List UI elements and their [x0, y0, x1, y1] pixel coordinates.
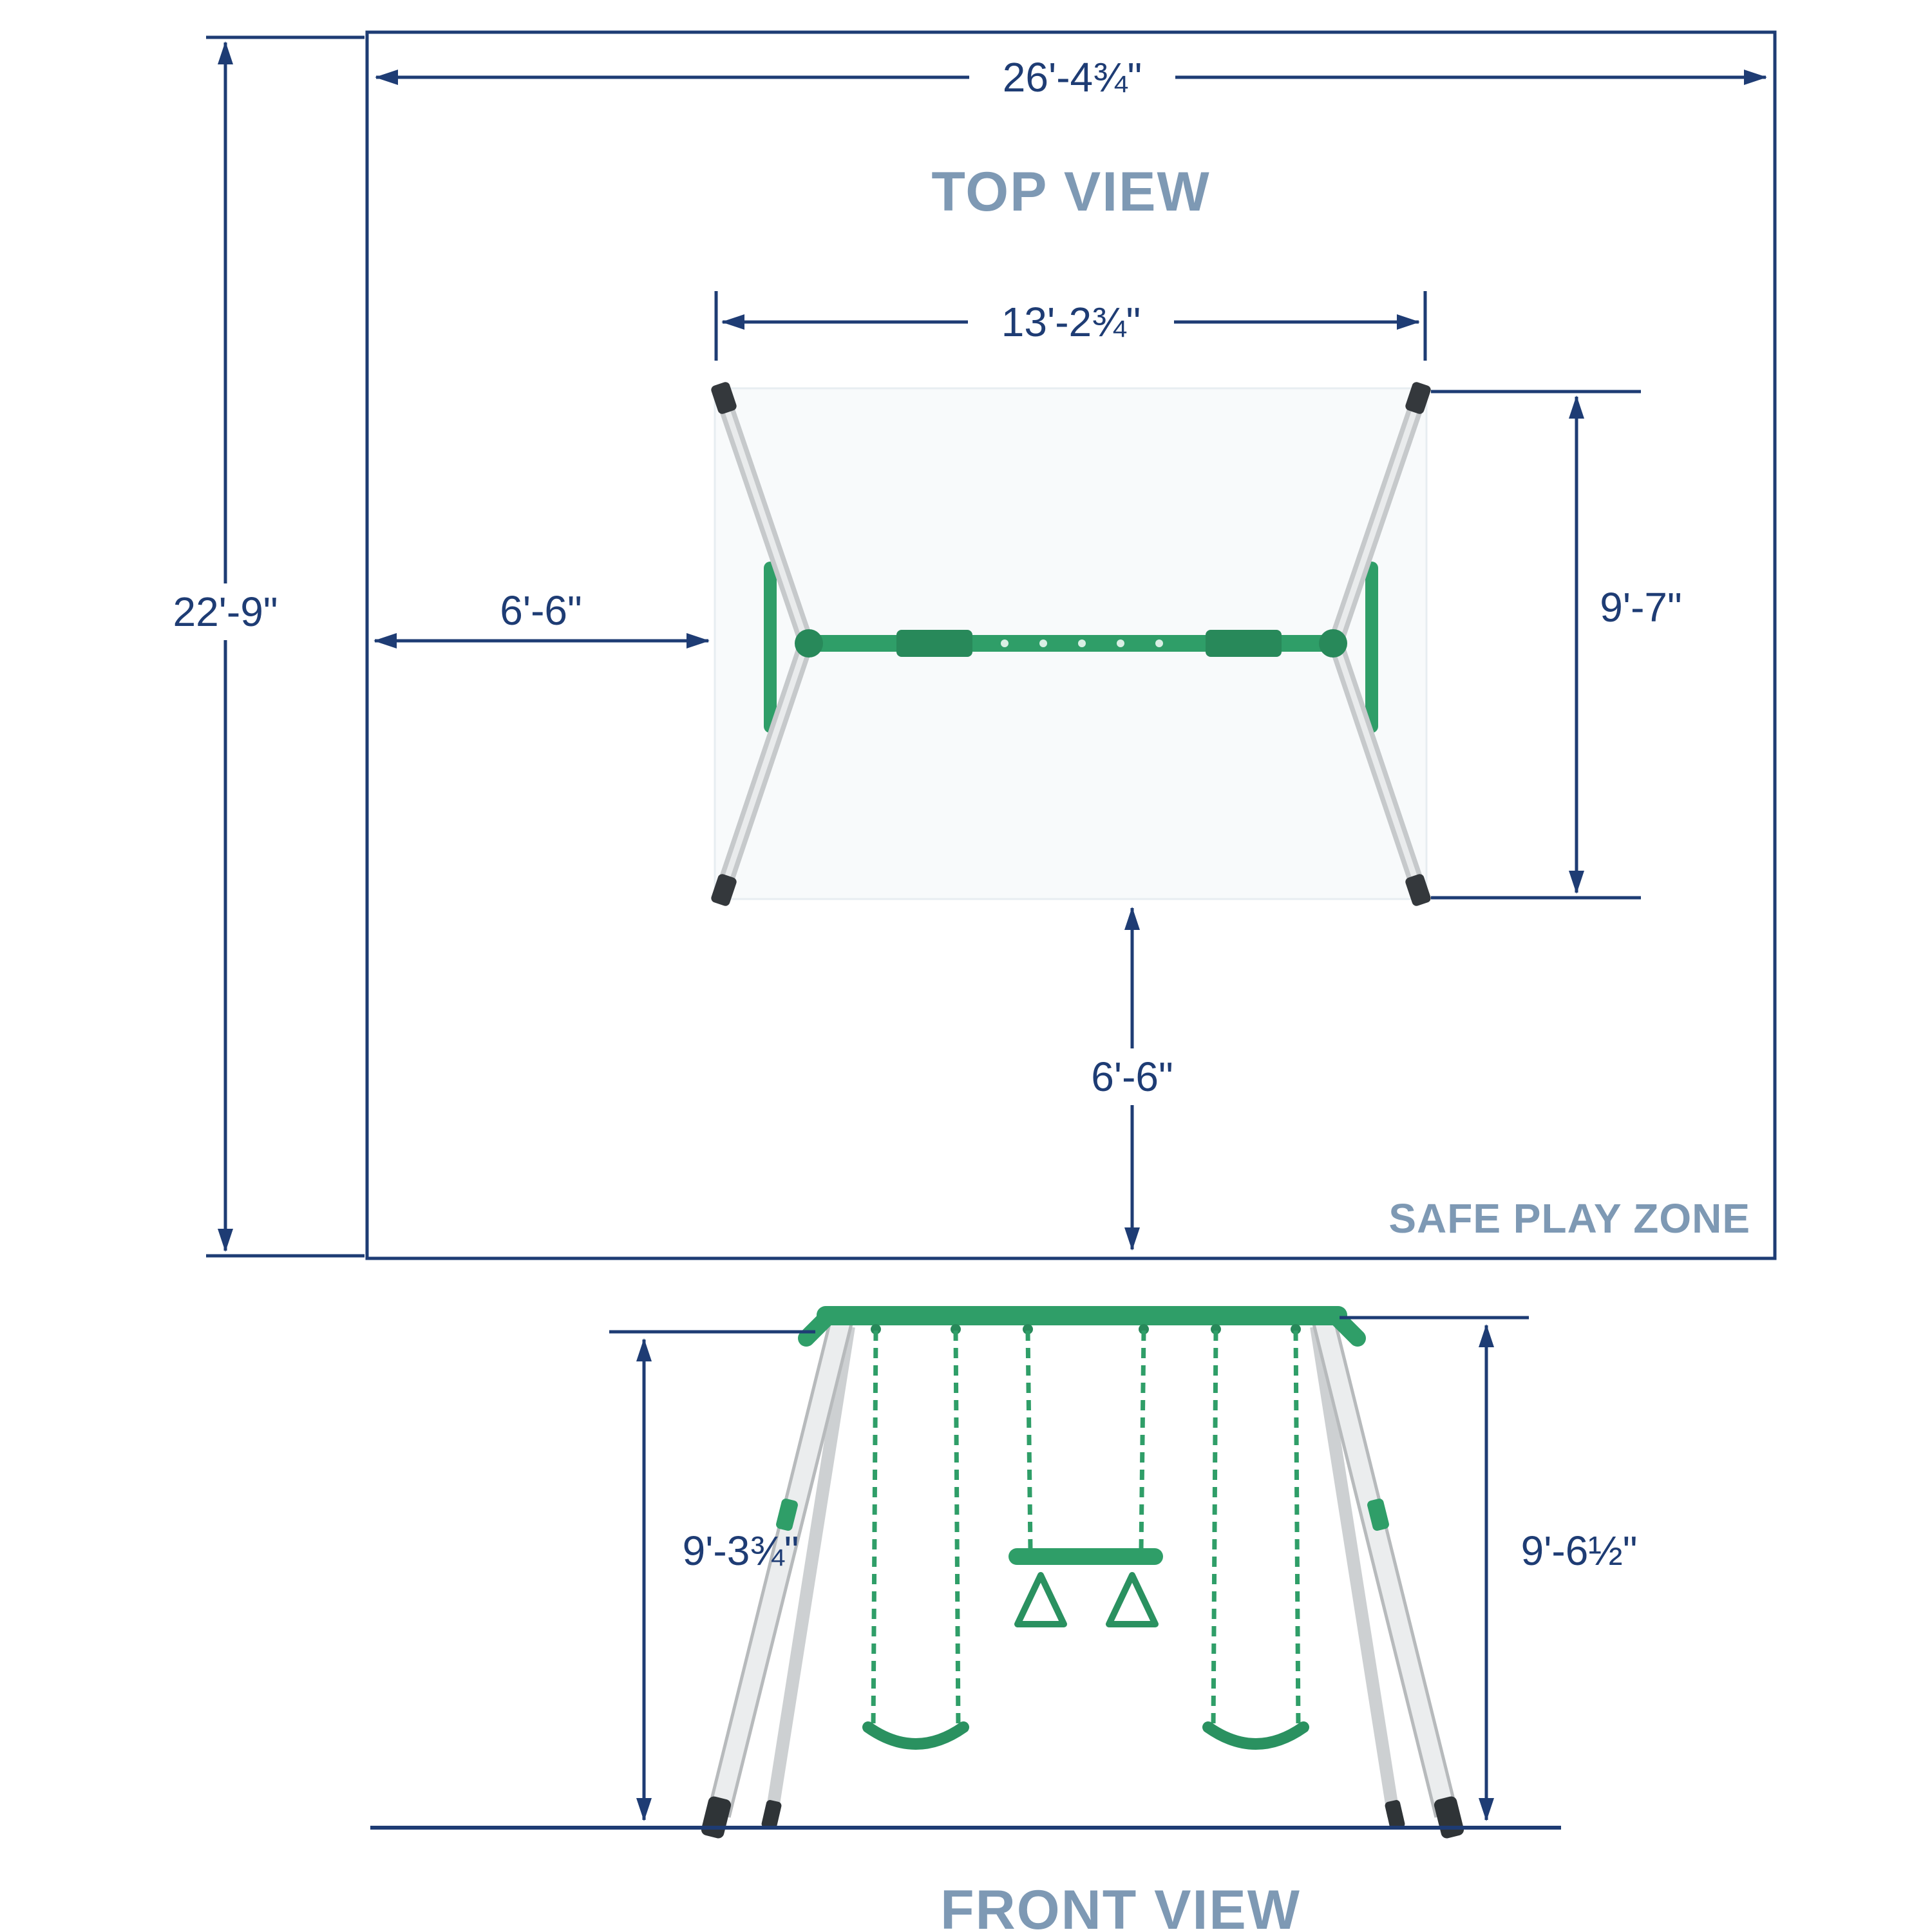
- hanger-fitting: [1023, 1324, 1033, 1334]
- top-view-title: TOP VIEW: [931, 161, 1210, 223]
- safe-play-zone-label: SAFE PLAY ZONE: [1388, 1195, 1750, 1242]
- right-front-leg-highlight: [1315, 1319, 1455, 1817]
- overall-width-label-mask: [969, 49, 1175, 106]
- safe-play-zone-boundary: [365, 30, 1777, 1260]
- beam-fitting-dot: [1117, 639, 1124, 647]
- right-swing-chain-right: [1293, 1330, 1301, 1729]
- right-rear-foot: [1385, 1800, 1405, 1830]
- bottom-left-leg-highlight: [719, 645, 808, 893]
- hanger-fitting: [951, 1324, 961, 1334]
- trapeze-chain-right: [1139, 1330, 1146, 1550]
- right-leg-bracket: [1367, 1499, 1389, 1531]
- left-leg-bracket: [776, 1499, 798, 1531]
- beam-fitting-dot: [1039, 639, 1047, 647]
- top-right-leg-cap: [1405, 382, 1431, 414]
- top-right-leg-highlight: [1334, 395, 1423, 640]
- front-view-title: FRONT VIEW: [940, 1879, 1301, 1932]
- beam-fitting-dot: [1001, 639, 1009, 647]
- hanger-fitting: [1139, 1324, 1149, 1334]
- trapeze-chain-left: [1025, 1330, 1033, 1550]
- trapeze-ring-right: [1106, 1572, 1159, 1627]
- overall-depth-label: 22'-9": [173, 589, 278, 635]
- right-swing-seat: [1202, 1721, 1309, 1750]
- left-swing-chain-left: [871, 1330, 878, 1729]
- left-height-label: 9'-3¾": [683, 1528, 799, 1574]
- left-beam-junction: [795, 629, 823, 658]
- right-hanger-bracket: [1206, 630, 1282, 657]
- left-front-leg-highlight: [710, 1319, 850, 1817]
- left-side-brace: [764, 562, 777, 733]
- right-side-brace: [1365, 562, 1378, 733]
- hanger-fitting: [1211, 1324, 1221, 1334]
- bottom-right-leg-highlight: [1334, 645, 1423, 893]
- right-swing-chain-left: [1211, 1330, 1218, 1729]
- beam-fitting-dot: [1155, 639, 1163, 647]
- right-beam-junction: [1319, 629, 1347, 658]
- hanger-fitting: [1291, 1324, 1301, 1334]
- beam-fitting-dot: [1078, 639, 1086, 647]
- overall-depth-label-mask: [149, 583, 301, 640]
- left-swing-chain-right: [953, 1330, 961, 1729]
- right-rear-leg: [1310, 1325, 1400, 1817]
- overall-width-label: 26'-4¾": [1003, 54, 1142, 100]
- front-view: 9'-3¾" 9'-6½" FRONT VIEW: [370, 1306, 1637, 1932]
- bottom-clearance-label-mask: [1068, 1048, 1197, 1105]
- bottom-right-leg-cap: [1405, 874, 1431, 906]
- trapeze-bar: [1009, 1548, 1163, 1565]
- frame-width-label: 13'-2¾": [1001, 299, 1141, 345]
- top-left-leg-highlight: [719, 395, 808, 640]
- left-swing-seat: [862, 1721, 969, 1750]
- top-left-leg-cap: [711, 382, 737, 414]
- left-rear-foot: [761, 1800, 782, 1830]
- right-height-label: 9'-6½": [1521, 1528, 1638, 1574]
- left-hanger-bracket: [896, 630, 972, 657]
- left-front-foot: [701, 1796, 732, 1839]
- bottom-left-leg-cap: [711, 874, 737, 906]
- right-front-foot: [1434, 1796, 1464, 1839]
- front-top-beam: [817, 1306, 1347, 1325]
- frame-width-label-mask: [968, 294, 1174, 350]
- left-rear-leg: [765, 1325, 855, 1817]
- bottom-clearance-label: 6'-6": [1091, 1054, 1173, 1100]
- trapeze-ring-left: [1014, 1572, 1067, 1627]
- hanger-fitting: [871, 1324, 881, 1334]
- swing-set-top-view: [711, 382, 1431, 906]
- left-clearance-label: 6'-6": [500, 587, 582, 634]
- frame-depth-label: 9'-7": [1600, 584, 1681, 630]
- top-view: 26'-4¾" TOP VIEW 13'-2¾" 22'-9" 6'-6": [149, 30, 1777, 1260]
